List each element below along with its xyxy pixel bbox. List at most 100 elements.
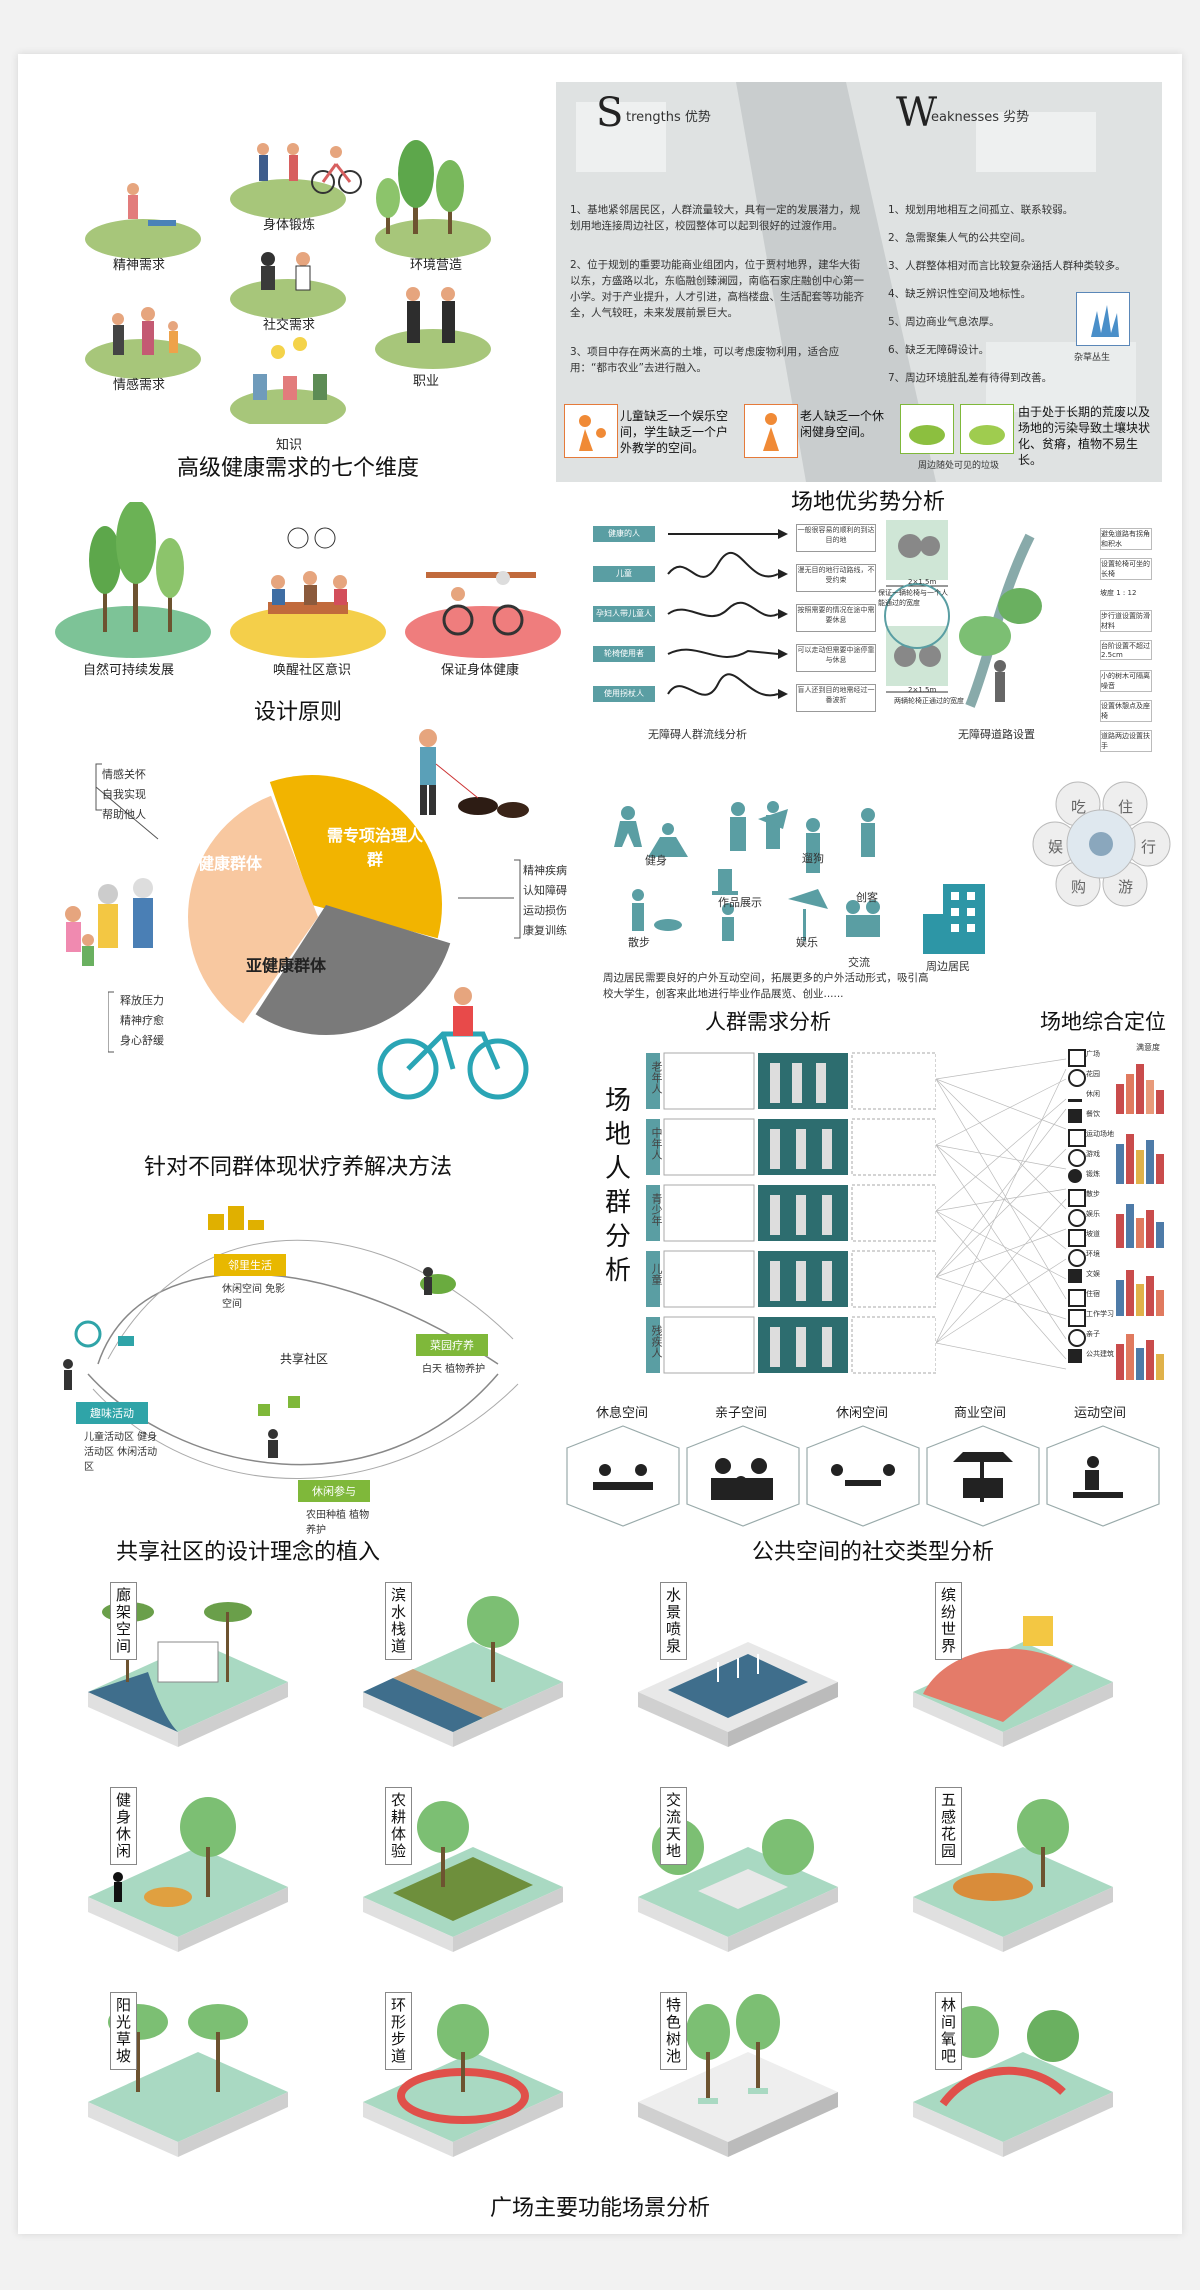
scene-label-tree-pool: 特色树池 [660,1992,687,2070]
road-note-4: 步行道设置防滑材料 [1100,610,1152,632]
icon-label-culture: 文娱 [1086,1270,1100,1278]
activity-label-residents: 周边居民 [926,960,970,973]
section-title-positioning: 场地综合定位 [1040,1010,1166,1034]
road-note-3: 坡度 1 : 12 [1100,589,1137,597]
section-title-principles: 设计原则 [253,700,342,725]
dim-label-b: 两辆轮椅正通过的宽度 [894,697,964,705]
flow-lines [667,529,788,699]
road-setting-caption: 无障碍道路设置 [958,728,1035,741]
tag-neighborhood-life: 邻里生活 [214,1254,286,1276]
culture-icon [1068,1269,1082,1283]
crowd-row-disabled: 残疾人 [650,1325,663,1358]
scene-loop-path-graphic [363,2004,563,2157]
tag-sub-neighborhood: 休闲空间 免影空间 [222,1284,286,1310]
weakness-point-6: 6、缺乏无障碍设计。 [888,344,990,356]
left-list-3: 帮助他人 [102,808,146,821]
right-list-2: 认知障碍 [523,884,567,897]
crowd-icon-column: 广场 花园 休闲 餐饮 运动场地 游戏 锻炼 散步 娱乐 坡道 环境 文娱 住宿… [1068,1049,1114,1379]
scene-label-oxygen-bar: 林间氧吧 [935,1992,962,2070]
residents-building-icon [923,884,985,954]
flow-note-healthy: 一般很容易的顺利的到达目的地 [796,524,876,552]
icon-label-dining: 餐饮 [1086,1110,1100,1118]
family-illustration [65,878,153,966]
right-list-1: 精神疾病 [523,864,567,877]
dim-label-exercise: 身体锻炼 [263,218,316,233]
scene-sunny-lawn-graphic [88,2004,288,2157]
aerial-photo-backdrop [556,82,1162,482]
food-icon [1068,1109,1082,1123]
crowd-table: 老年人 中年人 青少年 儿童 残疾人 [646,1049,937,1379]
weed-photo [1076,292,1130,346]
soil-photo-1 [900,404,954,454]
needs-description: 周边居民需要良好的户外互动空间，拓展更多的户外活动形式，吸引高校大学生，创客来此… [603,972,929,1000]
dim-label-career: 职业 [413,374,440,389]
swot-note-soil: 由于处于长期的荒废以及场地的污染导致土壤块状化、贫瘠，植物不易生长。 [1018,405,1151,467]
left-bracket [95,763,159,840]
principle-label-nature: 自然可持续发展 [83,663,175,678]
satisfaction-bars [1116,1064,1164,1380]
scene-fountain-graphic [638,1642,838,1747]
trash-caption: 周边随处可见的垃圾 [918,461,1000,471]
pie-label-healthy: 健康群体 [198,854,263,873]
road-note-8: 道路两边设置扶手 [1100,730,1152,752]
icon-label-fun: 娱乐 [1086,1210,1100,1218]
pie-slice-2 [188,795,318,1024]
section-title-scenes: 广场主要功能场景分析 [489,2196,710,2221]
social-label-commerce: 商业空间 [954,1406,1007,1421]
crowd-row-elder: 老年人 [650,1061,663,1094]
scene-label-colorful: 缤纷世界 [935,1582,962,1660]
dog-walker-illustration [419,729,529,818]
flow-group-children: 儿童 [593,566,655,582]
social-label-rest: 休息空间 [596,1406,649,1421]
activity-label-maker: 创客 [856,891,878,904]
weakness-letter: W [896,90,938,136]
section-title-seven-dimensions: 高级健康需求的七个维度 [176,456,419,481]
scene-label-farming: 农耕体验 [385,1787,412,1865]
swot-panel: S trengths 优势 W eaknesses 劣势 1、基地紧邻居民区，人… [556,82,1162,482]
dim-label-c: 2×1.5m [908,578,937,586]
weakness-point-4: 4、缺乏辨识性空间及地标性。 [888,288,1032,300]
scene-farming-graphic [363,1801,563,1952]
scene-fitness-graphic [88,1797,288,1952]
game-icon [1068,1149,1086,1167]
lodging-icon [1068,1289,1086,1307]
scene-tree-pool-graphic [638,1994,838,2157]
bench-icon [1068,1089,1082,1102]
petal-travel: 行 [1141,838,1157,856]
bottom-bracket [108,991,114,1053]
pie-label-special: 需专项治理人群 [326,826,423,869]
scene-exchange-graphic [638,1819,838,1952]
weakness-point-3: 3、人群整体相对而言比较复杂涵括人群种类较多。 [888,260,1126,272]
flow-group-crutch: 使用拐杖人 [593,686,655,702]
shared-community-diagram [63,1206,519,1479]
strength-letter: S [596,90,624,136]
pie-slice-0 [269,775,442,939]
flow-note-crutch: 盲人还到目的地需经过一番波折 [796,684,876,712]
icon-label-sports: 运动场地 [1086,1130,1114,1138]
icon-label-public: 公共建筑 [1086,1350,1114,1358]
positioning-flower [1032,781,1171,907]
section-title-groups: 针对不同群体现状疗养解决方法 [143,1155,452,1180]
child-icon [564,404,618,458]
strength-heading: trengths 优势 [626,110,711,125]
petal-tour: 游 [1118,878,1134,896]
crowd-row-child: 儿童 [650,1263,663,1285]
scene-label-pergola: 廊架空间 [110,1582,137,1660]
section-title-swot: 场地优劣势分析 [790,490,945,515]
left-list-2: 自我实现 [102,788,146,801]
needs-pictograms [614,801,880,941]
work-icon [1068,1309,1086,1327]
icon-label-ramp: 坡道 [1086,1230,1100,1238]
fun-icon [1068,1209,1086,1227]
activity-label-walk: 散步 [628,936,650,949]
bottom-list-1: 释放压力 [120,994,164,1007]
social-label-leisure: 休闲空间 [836,1406,889,1421]
scene-label-fountain: 水景喷泉 [660,1582,687,1660]
weakness-heading: eaknesses 劣势 [931,110,1030,125]
scene-grid: 廊架空间 滨水栈道 水景喷泉 缤纷世界 [58,1582,1158,2202]
petal-eat: 吃 [1071,798,1087,816]
scene-label-sunny-lawn: 阳光草坡 [110,1992,137,2070]
dim-label-social: 社交需求 [263,318,316,333]
section-title-shared: 共享社区的设计理念的植入 [115,1540,380,1565]
dim-label-spirit: 精神需求 [113,258,166,273]
